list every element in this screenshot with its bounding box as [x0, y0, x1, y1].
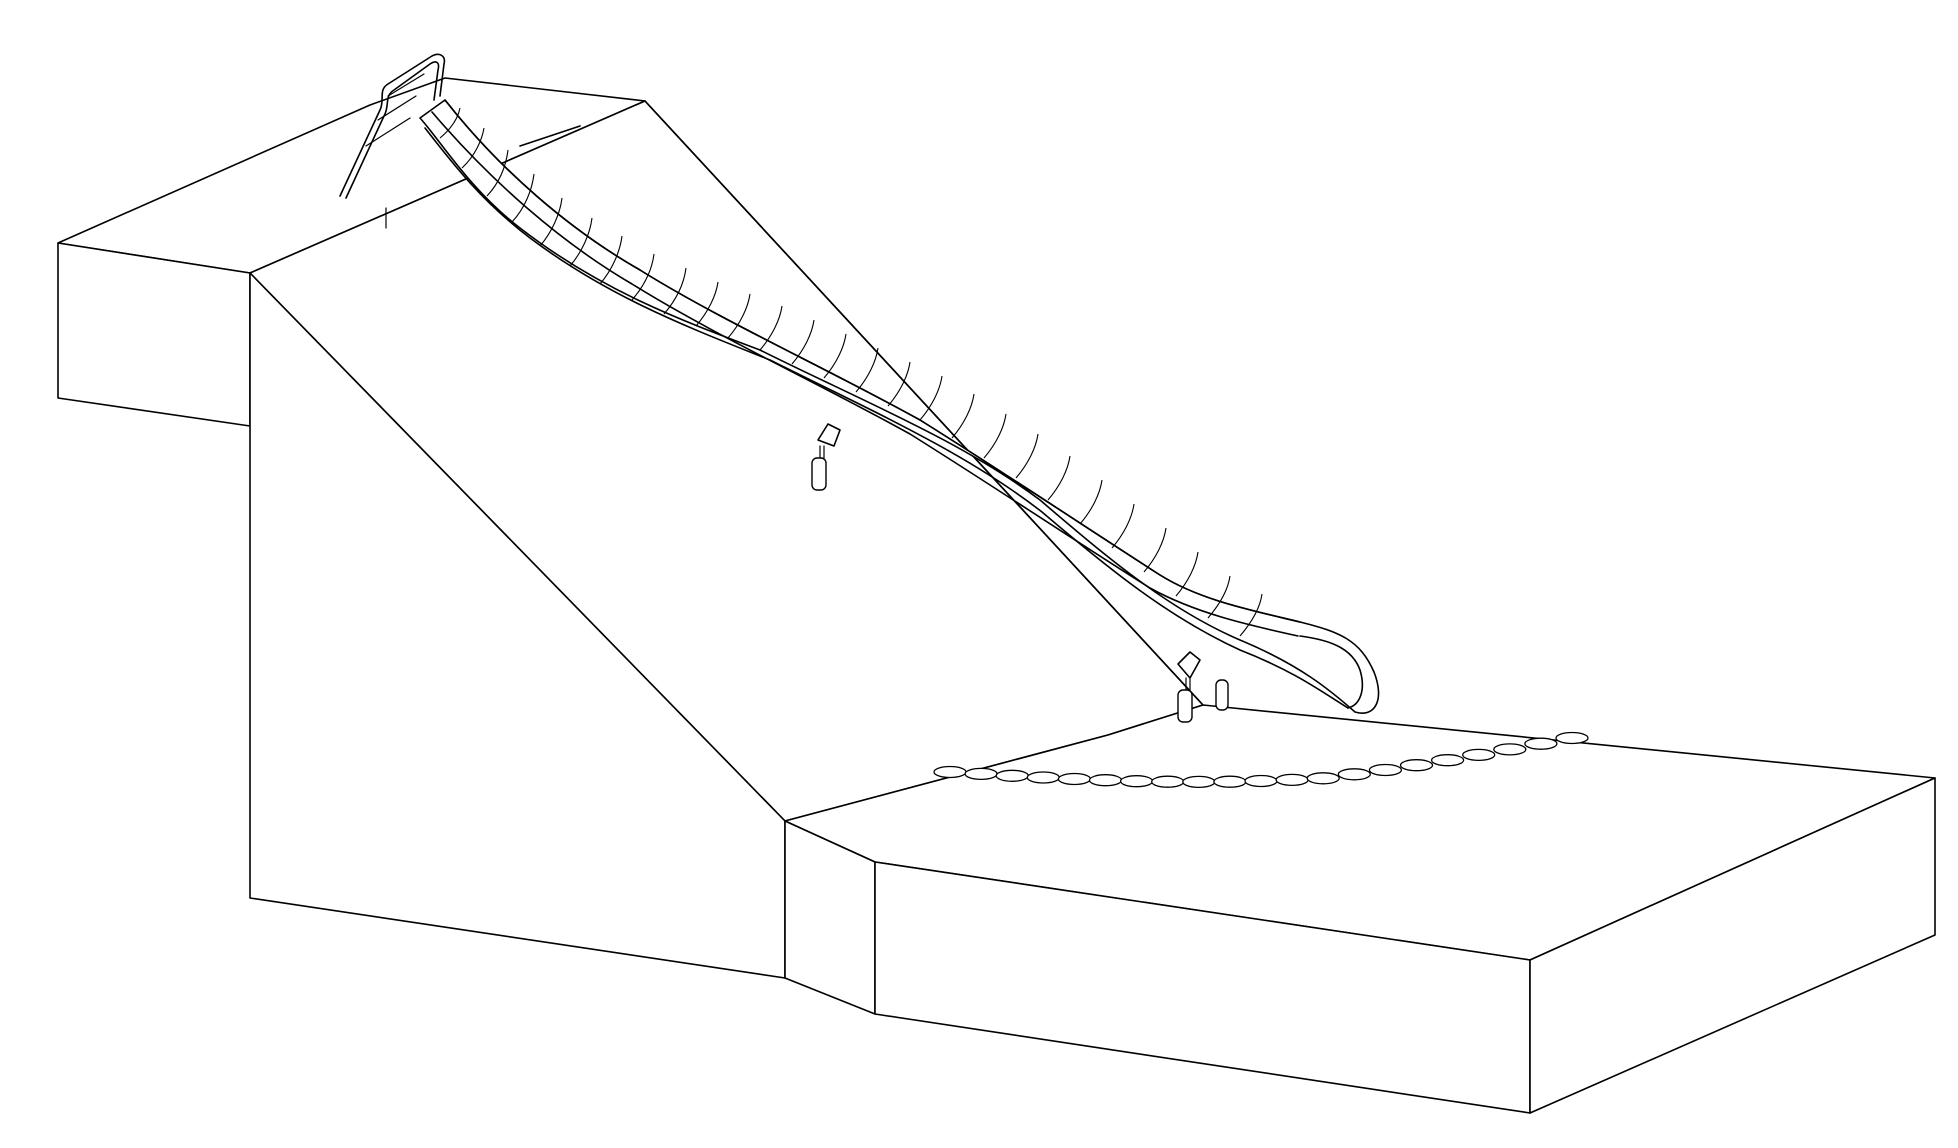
stepping-stone [1555, 731, 1589, 745]
stepping-stone [995, 769, 1029, 782]
handrail-outer [339, 53, 446, 197]
support-post-upper [811, 423, 841, 491]
stepping-stone [1337, 768, 1371, 781]
stepping-stone [1088, 774, 1123, 787]
support-post-lower-1 [1177, 651, 1201, 723]
handrail-inner [345, 61, 440, 199]
lower-step-right-side [1529, 777, 1936, 1114]
slide-inner-rim-lower [424, 127, 1349, 709]
slide-exit-lip [1299, 635, 1364, 709]
slide-inner-rim-upper [444, 99, 1301, 623]
stepping-stone [1026, 771, 1060, 784]
stepping-stone [933, 765, 967, 779]
earth-mound [57, 77, 1936, 1114]
stepping-stone [1057, 772, 1092, 786]
tube-slide [419, 99, 1380, 714]
support-post-lower-2 [1215, 679, 1229, 711]
stepping-stone [1119, 775, 1154, 788]
stepping-stone [1244, 774, 1278, 788]
ridge-line [644, 100, 1204, 706]
stepping-stone [1213, 775, 1247, 788]
stepping-stone [1275, 773, 1309, 787]
ridge-line-2 [519, 125, 581, 147]
stepping-stone [1430, 754, 1465, 767]
stepping-stone [1524, 737, 1558, 750]
stepping-stone [1151, 775, 1185, 788]
stepping-stone [1462, 748, 1496, 762]
handrail-rung-1 [365, 117, 411, 147]
slide-ribs [439, 107, 1263, 637]
stepping-stone [1306, 772, 1340, 785]
handrail-rung-2 [377, 95, 417, 121]
slide-support-posts [811, 423, 1229, 723]
stepping-stone [1399, 759, 1434, 772]
stepping-stone [1368, 763, 1403, 777]
stepping-stone [1493, 743, 1527, 756]
slide-inner-rim-upper-2 [431, 111, 1299, 637]
stepping-stone [964, 767, 998, 781]
stepping-stones [933, 731, 1589, 789]
left-block-front [57, 242, 251, 427]
top-handrail [339, 53, 446, 229]
stepping-stone [1182, 775, 1216, 789]
handrail-rung-3 [387, 73, 425, 97]
